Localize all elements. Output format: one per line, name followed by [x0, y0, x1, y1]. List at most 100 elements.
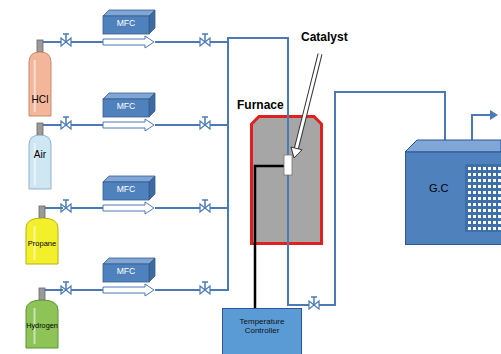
gc-grid-dot: [478, 203, 481, 206]
cylinder-body: [29, 52, 51, 116]
gc-grid-dot: [473, 179, 476, 182]
mfc-top-face: [103, 93, 155, 99]
catalyst-bed: [284, 155, 292, 175]
furnace-body: [252, 117, 322, 244]
gc-grid-dot: [473, 197, 476, 200]
gc-grid-dot: [468, 179, 471, 182]
valve-symbol: [200, 200, 210, 212]
gc-grid-dot: [483, 227, 486, 230]
gc-top-face: [405, 140, 501, 152]
gc-grid-dot: [498, 203, 501, 206]
gc-grid-dot: [468, 185, 471, 188]
gc-grid-dot: [498, 173, 501, 176]
furnace-shape: [250, 115, 323, 245]
mfc-side-face: [149, 93, 155, 117]
gc-grid-dot: [498, 215, 501, 218]
gc-grid-dot: [483, 179, 486, 182]
gc-shape: [405, 140, 501, 245]
gc-grid-dot: [483, 167, 486, 170]
catalyst-pointer-outline: [296, 54, 320, 148]
mfc-shape: [103, 93, 155, 131]
gc-grid-dot: [468, 191, 471, 194]
gc-grid-dot: [488, 227, 491, 230]
gc-grid-dot: [473, 173, 476, 176]
gc-grid-dot: [468, 197, 471, 200]
gas-cylinder: Propane: [25, 204, 63, 266]
gc-grid-dot: [488, 203, 491, 206]
gc-grid-dot: [493, 179, 496, 182]
gc-grid-dot: [468, 203, 471, 206]
mfc-label: MFC: [103, 185, 149, 195]
mfc-top-face: [103, 258, 155, 264]
catalyst-pointer-head: [291, 147, 302, 158]
gc-grid-dot: [468, 173, 471, 176]
gc-grid-dot: [468, 227, 471, 230]
valve-symbol: [200, 282, 210, 294]
valve-symbol: [61, 200, 71, 212]
gc-grid-dot: [483, 215, 486, 218]
gas-cylinder: HCl: [28, 38, 60, 118]
mfc-top-face: [103, 10, 155, 16]
thermocouple-wire: [254, 245, 257, 308]
flow-arrow: [103, 119, 154, 131]
valve-symbol: [61, 117, 71, 129]
gc-grid-dot: [473, 215, 476, 218]
gas-label: Propane: [25, 240, 59, 249]
valve-symbol: [61, 34, 71, 46]
gc-grid-dot: [478, 227, 481, 230]
flow-arrow: [103, 202, 154, 214]
mfc-label: MFC: [103, 267, 149, 277]
gc-grid-dot: [483, 197, 486, 200]
gc-grid-dot: [498, 185, 501, 188]
mfc-side-face: [149, 258, 155, 282]
gc-grid-dot: [478, 173, 481, 176]
gc-grid-dot: [473, 203, 476, 206]
gas-cylinder: Hydrogen: [25, 286, 63, 350]
gc-grid-dot: [498, 167, 501, 170]
cylinder-neck: [37, 40, 43, 52]
gc-label: G.C: [429, 182, 449, 195]
gc-grid-dot: [483, 209, 486, 212]
gc-grid-dot: [488, 191, 491, 194]
cylinder-neck: [39, 206, 45, 218]
gc-grid-dot: [478, 197, 481, 200]
gc-grid-dot: [498, 209, 501, 212]
gc-grid-dot: [488, 185, 491, 188]
gc-grid-dot: [493, 167, 496, 170]
gc-grid-dot: [488, 221, 491, 224]
exhaust-pipe: [472, 115, 490, 140]
gc-grid-dot: [473, 227, 476, 230]
mfc-label: MFC: [103, 102, 149, 112]
gc-grid-dot: [498, 227, 501, 230]
gas-cylinder-shape: [25, 286, 63, 350]
controller-label: Temperature Controller: [228, 317, 296, 335]
gc-grid-dot: [478, 167, 481, 170]
gc-grid-dot: [493, 227, 496, 230]
mfc-side-face: [149, 10, 155, 34]
gc-grid-dot: [478, 191, 481, 194]
gc-grid-dot: [493, 209, 496, 212]
gc-grid-dot: [478, 215, 481, 218]
mfc-top-face: [103, 176, 155, 182]
valve-symbol: [61, 282, 71, 294]
gc-grid-dot: [473, 209, 476, 212]
valve-symbol: [200, 34, 210, 46]
gc-grid-dot: [468, 221, 471, 224]
cylinder-body: [26, 218, 58, 264]
gc-grid-dot: [488, 173, 491, 176]
gc-grid-dot: [478, 185, 481, 188]
gc-grid-dot: [488, 209, 491, 212]
gc-grid-dot: [493, 191, 496, 194]
mass-flow-controller: MFC: [103, 93, 155, 131]
gc-grid-dot: [483, 203, 486, 206]
valve-symbol: [200, 117, 210, 129]
reactor-tube: [287, 115, 289, 245]
gc-grid-dot: [483, 221, 486, 224]
gc-grid-dot: [473, 191, 476, 194]
gc-grid-dot: [488, 179, 491, 182]
part-label: Catalyst: [300, 30, 349, 44]
gc-grid-dot: [493, 185, 496, 188]
gc-grid-dot: [488, 215, 491, 218]
valve-symbol: [309, 297, 319, 309]
